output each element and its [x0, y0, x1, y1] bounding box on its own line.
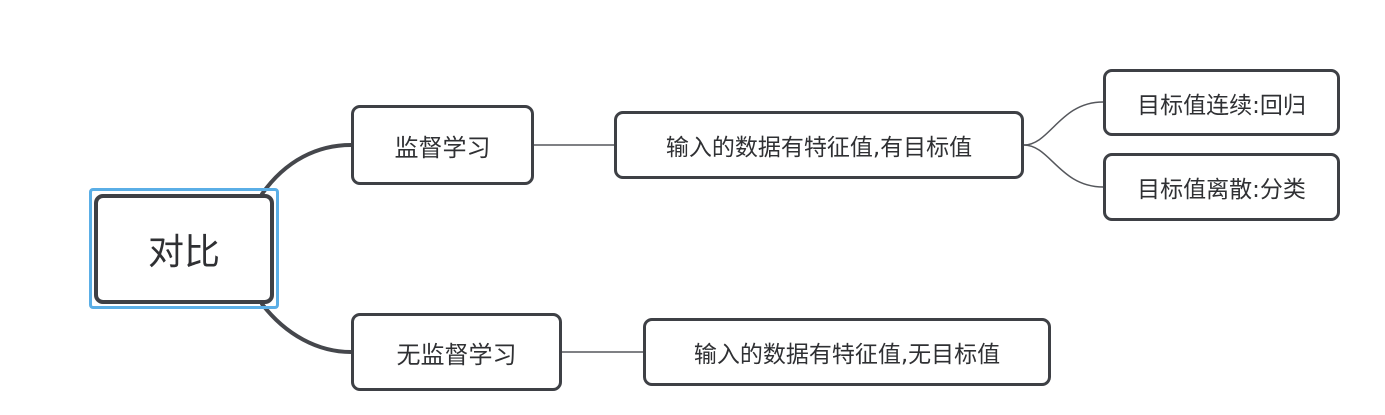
- supervised-description-label: 输入的数据有特征值,有目标值: [665, 135, 973, 161]
- supervised-learning-node[interactable]: 监督学习: [351, 105, 534, 185]
- classification-node[interactable]: 目标值离散:分类: [1103, 153, 1340, 221]
- unsupervised-learning-label: 无监督学习: [396, 340, 517, 369]
- classification-label: 目标值离散:分类: [1137, 177, 1306, 203]
- connector-root-to-supervised: [260, 143, 353, 196]
- root-selection-outline: [89, 188, 279, 309]
- root-node[interactable]: 对比: [94, 194, 274, 304]
- unsupervised-description-label: 输入的数据有特征值,无目标值: [693, 342, 1001, 368]
- regression-node[interactable]: 目标值连续:回归: [1103, 69, 1340, 136]
- regression-label: 目标值连续:回归: [1137, 92, 1306, 119]
- connector-description-to-classification: [1023, 144, 1104, 188]
- unsupervised-learning-node[interactable]: 无监督学习: [351, 313, 562, 391]
- root-node-label: 对比: [147, 232, 220, 273]
- unsupervised-description-node[interactable]: 输入的数据有特征值,无目标值: [643, 318, 1051, 386]
- connector-description-to-regression: [1023, 101, 1104, 146]
- supervised-description-node[interactable]: 输入的数据有特征值,有目标值: [614, 111, 1024, 179]
- supervised-learning-label: 监督学习: [394, 133, 491, 162]
- connector-root-to-unsupervised: [260, 302, 353, 354]
